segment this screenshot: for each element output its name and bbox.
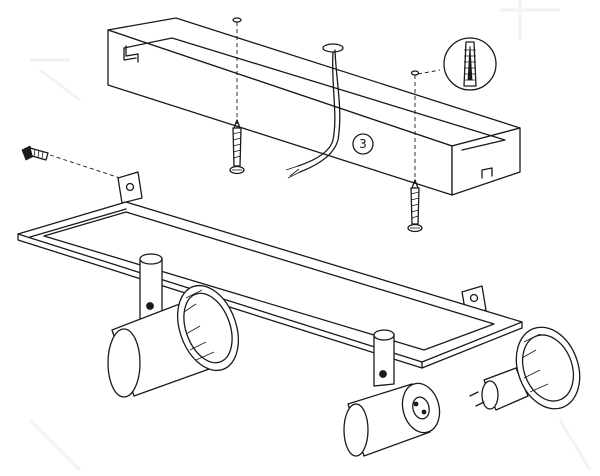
screw-right [407,179,423,233]
spotlight-left [107,253,239,398]
background-watermark [28,0,592,472]
wall-plug-callout [443,37,497,91]
mounting-box: 3 [107,17,521,196]
spotlight-middle [343,329,441,457]
gu10-bulb [469,326,581,411]
step-number-label: 3 [359,137,367,151]
screw-left [229,119,245,175]
supply-cable [285,49,341,179]
step-number-circle [352,133,374,155]
mounting-bracket [17,171,523,369]
side-bolt [21,145,49,161]
